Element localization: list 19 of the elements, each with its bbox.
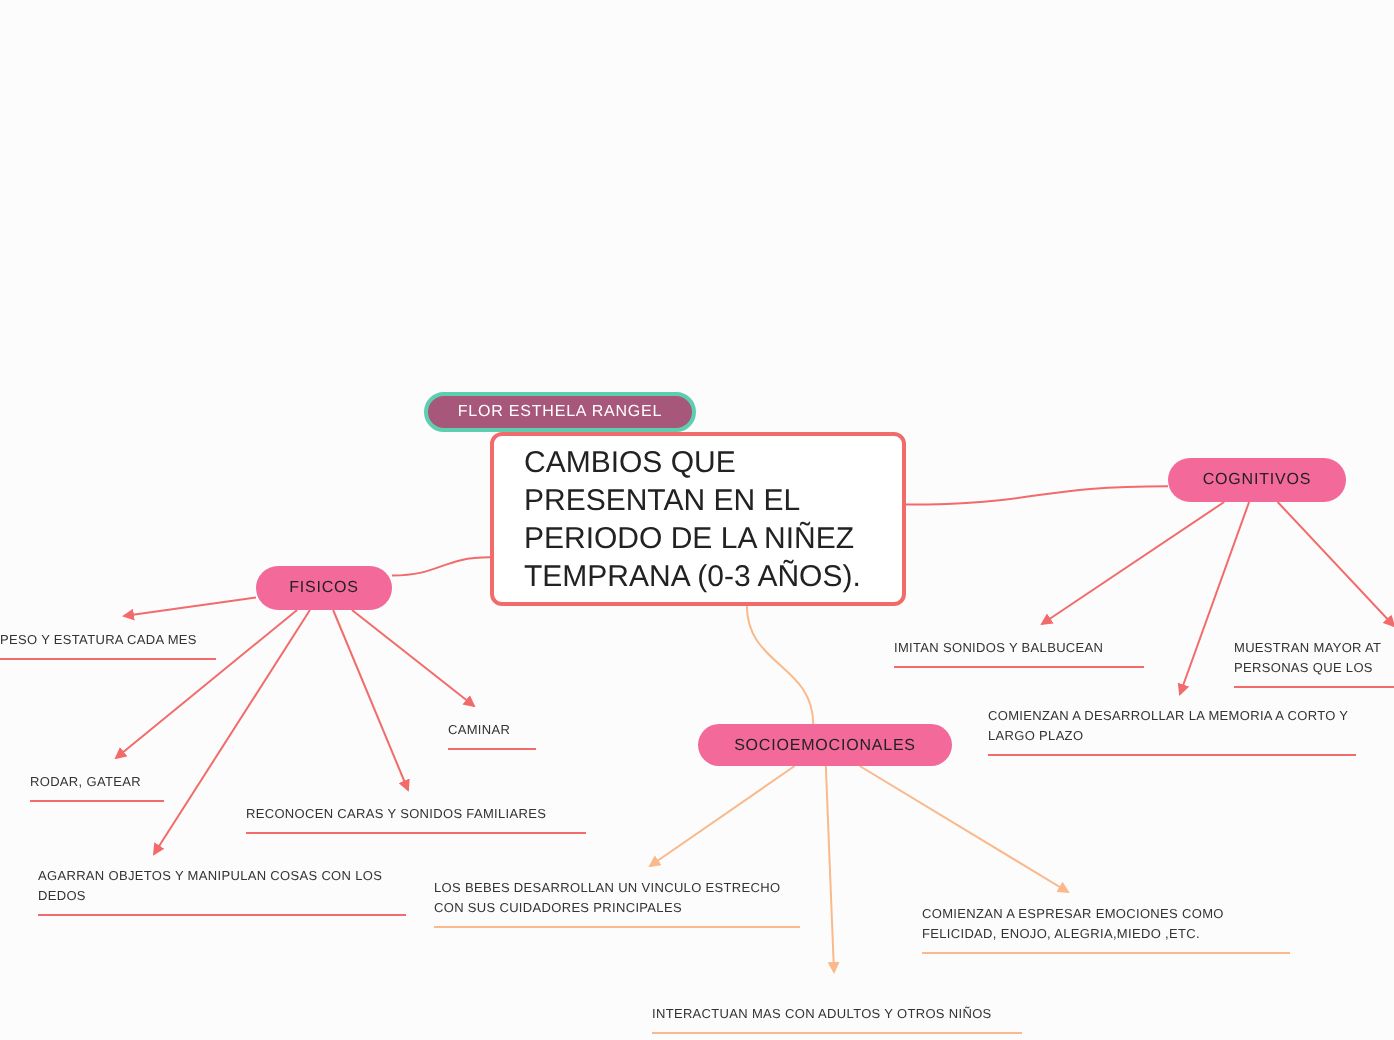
connector-line <box>122 596 257 621</box>
topic-pill: FISICOS <box>256 566 392 610</box>
connector-line <box>824 765 840 974</box>
central-topic-box: CAMBIOS QUE PRESENTAN EN EL PERIODO DE LA NIÑEZ TEMPRANA (0-3 AÑOS). <box>490 432 906 606</box>
connector-line <box>1177 501 1251 696</box>
connector-line <box>332 609 410 792</box>
topic-pill: SOCIOEMOCIONALES <box>698 724 952 766</box>
connector-line <box>858 765 1070 894</box>
connector-line <box>905 485 1169 506</box>
connector-line <box>114 609 299 760</box>
connector-line <box>648 765 796 868</box>
author-pill: FLOR ESTHELA RANGEL <box>424 392 696 432</box>
connector-line <box>391 556 491 577</box>
connector-line <box>745 605 815 725</box>
connector-line <box>1040 501 1226 626</box>
topic-pill: COGNITIVOS <box>1168 458 1346 502</box>
connector-line <box>152 609 311 856</box>
connector-line <box>350 609 476 708</box>
connector-line <box>1276 501 1394 628</box>
